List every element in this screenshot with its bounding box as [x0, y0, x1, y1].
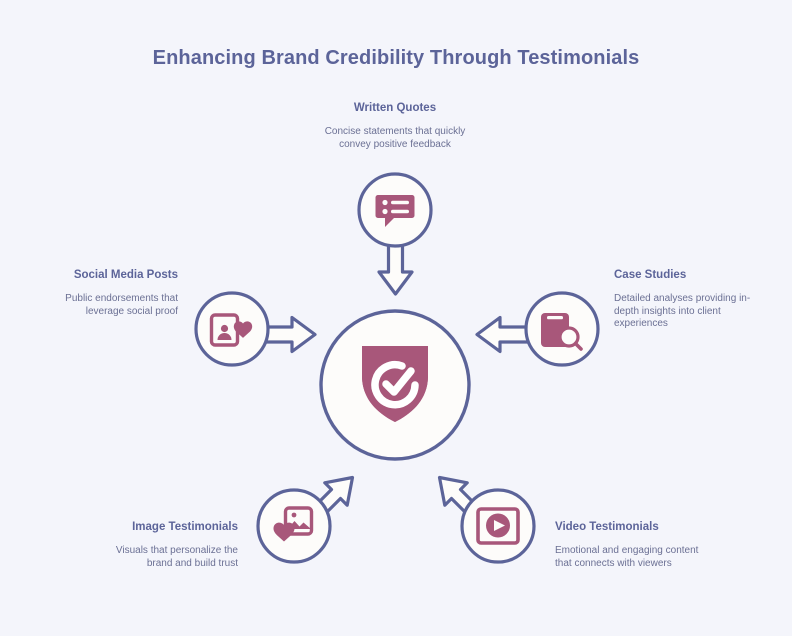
arrow-case-to-center	[475, 315, 542, 354]
node-title-written-quotes: Written Quotes	[353, 102, 437, 114]
arrow-written-to-center	[377, 236, 414, 296]
page-title: Enhancing Brand Credibility Through Test…	[152, 47, 640, 69]
center-node[interactable]	[319, 309, 471, 461]
node-description-social-media-posts: Public endorsements that leverage social…	[65, 293, 178, 317]
node-case-studies[interactable]	[524, 291, 600, 367]
node-description-case-studies: Detailed analyses providing in-depth ins…	[614, 293, 751, 330]
node-video-testimonials[interactable]	[460, 488, 536, 564]
node-written-quotes[interactable]	[357, 172, 433, 248]
node-title-social-media-posts: Social Media Posts	[73, 269, 178, 281]
node-label-image-testimonials: Image Testimonials Visuals that personal…	[96, 520, 238, 570]
video-play-icon	[476, 507, 520, 545]
node-label-case-studies: Case Studies Detailed analyses providing…	[614, 268, 759, 331]
node-description-written-quotes: Concise statements that quickly convey p…	[324, 126, 466, 150]
node-description-video-testimonials: Emotional and engaging content that conn…	[555, 545, 699, 569]
node-label-written-quotes: Written Quotes Concise statements that q…	[315, 101, 475, 151]
phone-profile-heart-icon	[209, 313, 253, 347]
node-label-video-testimonials: Video Testimonials Emotional and engagin…	[555, 520, 705, 570]
node-title-video-testimonials: Video Testimonials	[555, 521, 659, 533]
arrow-video-to-center	[437, 475, 491, 529]
node-description-image-testimonials: Visuals that personalize the brand and b…	[115, 545, 238, 569]
node-title-image-testimonials: Image Testimonials	[132, 521, 238, 533]
node-title-case-studies: Case Studies	[614, 269, 687, 281]
shield-check-icon	[362, 346, 428, 422]
node-image-testimonials[interactable]	[256, 488, 332, 564]
photo-heart-icon	[273, 506, 314, 542]
node-label-social-media-posts: Social Media Posts Public endorsements t…	[38, 268, 178, 318]
arrow-social-to-center	[250, 315, 317, 354]
speech-bubble-list-icon	[375, 195, 415, 227]
arrow-image-to-center	[301, 475, 355, 529]
book-magnifier-icon	[541, 313, 583, 351]
node-social-media-posts[interactable]	[194, 291, 270, 367]
